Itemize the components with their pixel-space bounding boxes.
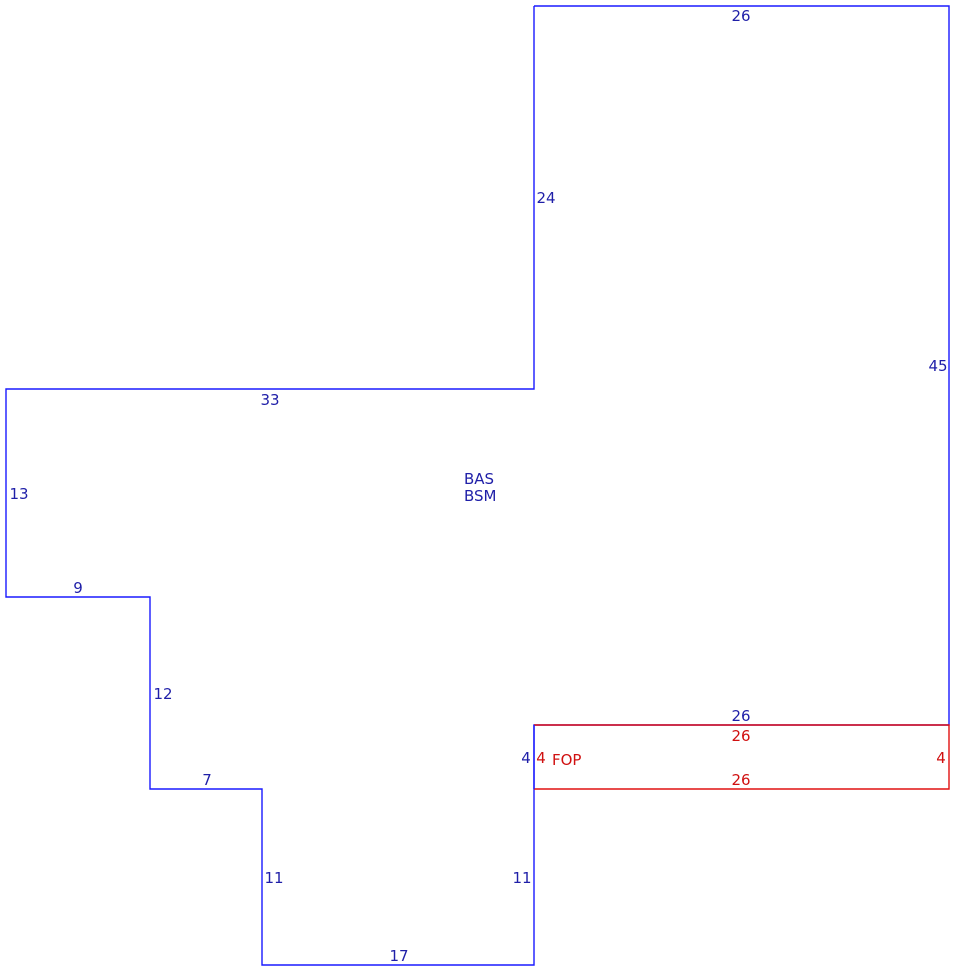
- dim-main-notch-horizontal: 26: [731, 707, 750, 725]
- dim-main-lower-right-vertical: 11: [512, 869, 531, 887]
- main-area-label-bsm: BSM: [464, 487, 497, 505]
- dim-main-upper-left-vertical: 24: [536, 189, 555, 207]
- dim-main-lower-step-horizontal: 7: [202, 771, 212, 789]
- dim-main-lower-left-vertical: 11: [264, 869, 283, 887]
- dim-main-top: 26: [731, 7, 750, 25]
- dim-porch-top: 26: [731, 727, 750, 745]
- dim-porch-right: 4: [936, 749, 946, 767]
- main-area-label-bas: BAS: [464, 470, 494, 488]
- porch-outline: [534, 724, 950, 790]
- dim-main-bottom: 17: [389, 947, 408, 965]
- dim-main-upper-left-horizontal: 33: [260, 391, 279, 409]
- porch-area-label: FOP: [552, 751, 581, 769]
- dim-main-right: 45: [928, 357, 947, 375]
- dim-main-left-step-vertical: 12: [153, 685, 172, 703]
- dim-main-left: 13: [9, 485, 28, 503]
- dim-porch-left: 4: [536, 749, 546, 767]
- dim-main-notch-vertical: 4: [521, 749, 531, 767]
- dim-main-left-step-horizontal: 9: [73, 579, 83, 597]
- dim-porch-bottom: 26: [731, 771, 750, 789]
